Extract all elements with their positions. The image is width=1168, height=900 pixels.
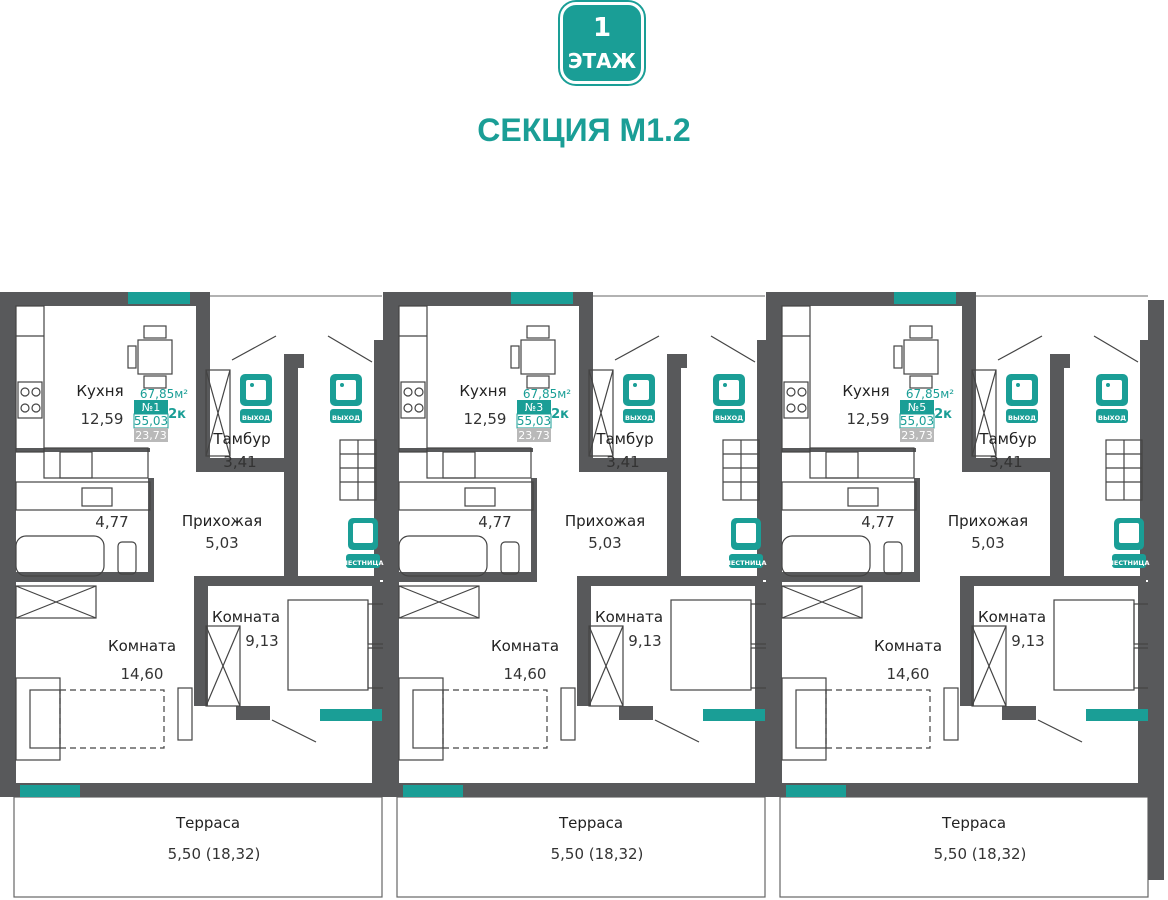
- unit-1-vestibule-label: Тамбур: [212, 430, 270, 448]
- floor-label: ЭТАЖ: [567, 49, 637, 73]
- unit-1-kitchen-label: Кухня: [76, 382, 123, 400]
- exit-sign-label: ВЫХОД: [1008, 414, 1036, 422]
- unit-5-terrace-area: 5,50 (18,32): [934, 845, 1027, 863]
- unit-1-unit-number: №1: [142, 401, 160, 414]
- unit-3-vestibule-label: Тамбур: [595, 430, 653, 448]
- unit-5-vestibule-area: 3,41: [989, 453, 1022, 471]
- unit-5-bathroom-area: 4,77: [861, 513, 894, 531]
- unit-1-room-small-label: Комната: [212, 608, 280, 626]
- unit-3-room-large-area: 14,60: [504, 665, 547, 683]
- unit-5-kitchen-area: 12,59: [847, 410, 890, 428]
- unit-5-hall-area: 5,03: [971, 534, 1004, 552]
- unit-1-kitchen-area: 12,59: [81, 410, 124, 428]
- stairs-sign-label: ЛЕСТНИЦА: [726, 559, 767, 567]
- unit-5-rooms-type: 2к: [934, 407, 952, 422]
- unit-5-total-area: 67,85м²: [906, 387, 954, 401]
- unit-1-room-large-area: 14,60: [121, 665, 164, 683]
- exit-sign-label: ВЫХОД: [715, 414, 743, 422]
- stairs-sign-label: ЛЕСТНИЦА: [343, 559, 384, 567]
- unit-5-room-large-area: 14,60: [887, 665, 930, 683]
- unit-1-room-large-label: Комната: [108, 637, 176, 655]
- unit-3-bathroom-area: 4,77: [478, 513, 511, 531]
- unit-1-living-area: 55,03: [134, 414, 168, 428]
- unit-3-room-small-area: 9,13: [628, 632, 661, 650]
- exit-sign-label: ВЫХОД: [332, 414, 360, 422]
- unit-3-terrace-area: 5,50 (18,32): [551, 845, 644, 863]
- floor-badge: 1 ЭТАЖ: [560, 2, 644, 84]
- unit-1-bathroom-area: 4,77: [95, 513, 128, 531]
- unit-3-hall-area: 5,03: [588, 534, 621, 552]
- section-title: СЕКЦИЯ М1.2: [477, 112, 691, 148]
- unit-1-terrace-label: Терраса: [175, 814, 240, 832]
- unit-3-hall-label: Прихожая: [565, 512, 645, 530]
- unit-3-living-area: 55,03: [517, 414, 551, 428]
- unit-3-terrace-area-total: 23,73: [518, 429, 550, 442]
- unit-1-hall-area: 5,03: [205, 534, 238, 552]
- unit-3-unit-number: №3: [525, 401, 543, 414]
- unit-5-vestibule-label: Тамбур: [978, 430, 1036, 448]
- unit-3-kitchen-label: Кухня: [459, 382, 506, 400]
- unit-3-room-small-label: Комната: [595, 608, 663, 626]
- unit-1-hall-label: Прихожая: [182, 512, 262, 530]
- stairs-sign-label: ЛЕСТНИЦА: [1109, 559, 1150, 567]
- floor-number: 1: [592, 13, 612, 43]
- unit-1-walls: [0, 291, 389, 898]
- exit-sign-label: ВЫХОД: [625, 414, 653, 422]
- unit-3-total-area: 67,85м²: [523, 387, 571, 401]
- unit-5-room-small-area: 9,13: [1011, 632, 1044, 650]
- unit-5-hall-label: Прихожая: [948, 512, 1028, 530]
- unit-3-vestibule-area: 3,41: [606, 453, 639, 471]
- unit-3-kitchen-area: 12,59: [464, 410, 507, 428]
- unit-5-living-area: 55,03: [900, 414, 934, 428]
- unit-5-terrace-area-total: 23,73: [901, 429, 933, 442]
- unit-5-kitchen-label: Кухня: [842, 382, 889, 400]
- unit-1-terrace-area-total: 23,73: [135, 429, 167, 442]
- unit-5-walls: [765, 291, 1155, 898]
- unit-5-unit-number: №5: [908, 401, 926, 414]
- exit-sign-label: ВЫХОД: [1098, 414, 1126, 422]
- unit-3-terrace-label: Терраса: [558, 814, 623, 832]
- unit-5-terrace-label: Терраса: [941, 814, 1006, 832]
- unit-1-vestibule-area: 3,41: [223, 453, 256, 471]
- unit-1-rooms-type: 2к: [168, 407, 186, 422]
- unit-5-room-large-label: Комната: [874, 637, 942, 655]
- unit-1-room-small-area: 9,13: [245, 632, 278, 650]
- exit-sign-label: ВЫХОД: [242, 414, 270, 422]
- unit-3-room-large-label: Комната: [491, 637, 559, 655]
- unit-5-room-small-label: Комната: [978, 608, 1046, 626]
- unit-3-rooms-type: 2к: [551, 407, 569, 422]
- unit-1-terrace-area: 5,50 (18,32): [168, 845, 261, 863]
- unit-1-total-area: 67,85м²: [140, 387, 188, 401]
- unit-3-walls: [382, 291, 772, 898]
